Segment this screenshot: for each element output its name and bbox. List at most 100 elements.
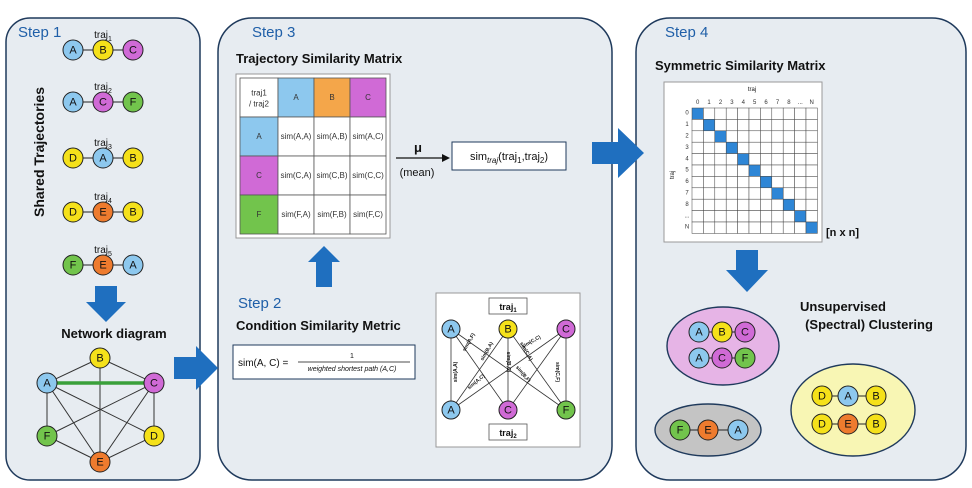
node-label: F xyxy=(44,431,51,443)
node-circle xyxy=(811,413,833,435)
matrix-cell xyxy=(794,176,807,189)
bipartite-bottom-node-F: F xyxy=(556,400,576,420)
node-circle xyxy=(711,321,733,343)
matrix-cell xyxy=(703,141,716,154)
matrix-cell xyxy=(805,210,818,223)
node-circle xyxy=(837,413,859,435)
node-circle xyxy=(92,254,114,276)
node-circle xyxy=(92,91,114,113)
node-label: B xyxy=(718,327,725,339)
matrix-cell xyxy=(714,210,727,223)
node-label: D xyxy=(818,391,826,403)
matrix-cell xyxy=(805,176,818,189)
matrix-cell xyxy=(771,130,784,143)
cluster-node-D: D xyxy=(811,385,833,407)
matrix-cell xyxy=(737,187,750,200)
matrix-cell xyxy=(805,141,818,154)
node-label: F xyxy=(742,353,749,365)
node-circle xyxy=(697,419,719,441)
bipartite-edge-label: sim(A,A) xyxy=(453,361,459,382)
node-circle xyxy=(89,451,111,473)
matrix-cell xyxy=(760,164,773,177)
node-circle xyxy=(92,201,114,223)
matrix-cell xyxy=(703,176,716,189)
top-tick-label: 6 xyxy=(764,100,768,106)
matrix-cell xyxy=(349,116,387,157)
matrix-cell xyxy=(805,130,818,143)
node-circle xyxy=(688,347,710,369)
mean-label: (mean) xyxy=(400,167,435,179)
bipartite-edge xyxy=(507,328,567,411)
node-circle xyxy=(122,201,144,223)
matrix-cell xyxy=(737,221,750,234)
matrix-cell xyxy=(771,107,784,120)
node-label: A xyxy=(99,153,107,165)
matrix-cell xyxy=(691,130,704,143)
down-arrow-step4 xyxy=(726,250,768,292)
matrix-row-header: C xyxy=(256,171,262,180)
matrix-cell xyxy=(748,107,761,120)
matrix-cell xyxy=(805,198,818,211)
matrix-cell xyxy=(725,119,738,132)
matrix-cell xyxy=(748,176,761,189)
left-tick-label: 4 xyxy=(685,156,689,162)
matrix-cell xyxy=(691,221,704,234)
matrix-cell xyxy=(748,221,761,234)
left-tick-label: 5 xyxy=(685,168,689,174)
diagonal-cell xyxy=(691,107,704,120)
node-circle xyxy=(441,400,461,420)
bipartite-top-node-B: B xyxy=(498,319,518,339)
matrix-cell xyxy=(794,141,807,154)
matrix-cell xyxy=(714,164,727,177)
clustering-title-line1: Unsupervised xyxy=(800,299,886,314)
matrix-cell xyxy=(703,153,716,166)
matrix-size-label: [n x n] xyxy=(826,227,859,239)
node-label: C xyxy=(741,327,749,339)
step2-label: Step 2 xyxy=(238,295,281,312)
matrix-cell xyxy=(725,164,738,177)
cluster-node-B: B xyxy=(865,385,887,407)
matrix-cell xyxy=(760,119,773,132)
bipartite-edge xyxy=(450,328,509,411)
node-E: E xyxy=(92,254,114,276)
matrix-cell xyxy=(760,198,773,211)
traj2-box xyxy=(488,423,528,441)
node-label: B xyxy=(872,419,879,431)
node-label: C xyxy=(150,378,158,390)
matrix-cell xyxy=(725,153,738,166)
node-F: F xyxy=(122,91,144,113)
node-circle xyxy=(62,147,84,169)
diagonal-cell xyxy=(771,187,784,200)
node-label: E xyxy=(99,260,106,272)
node-circle xyxy=(498,319,518,339)
matrix-cell xyxy=(794,198,807,211)
matrix-cell xyxy=(703,164,716,177)
node-label: B xyxy=(99,45,106,57)
matrix-cell xyxy=(691,187,704,200)
formula-denominator: weighted shortest path (A,C) xyxy=(308,366,397,373)
node-label: A xyxy=(43,378,51,390)
matrix-cell xyxy=(691,210,704,223)
matrix-cell xyxy=(748,141,761,154)
matrix-cell xyxy=(725,107,738,120)
matrix-cell xyxy=(794,164,807,177)
trajectory-label: traj3 xyxy=(94,138,112,151)
node-circle xyxy=(36,372,58,394)
node-B: B xyxy=(122,201,144,223)
matrix-cell xyxy=(771,198,784,211)
node-B: B xyxy=(92,39,114,61)
bipartite-edge-label: sim(B,C) xyxy=(505,352,511,373)
top-tick-label: ... xyxy=(798,100,803,106)
matrix-cell xyxy=(703,130,716,143)
node-label: C xyxy=(562,324,570,336)
matrix-cell xyxy=(748,210,761,223)
node-label: B xyxy=(129,207,136,219)
node-label: A xyxy=(69,97,77,109)
top-tick-label: 0 xyxy=(696,100,700,106)
matrix-cell xyxy=(277,194,315,235)
